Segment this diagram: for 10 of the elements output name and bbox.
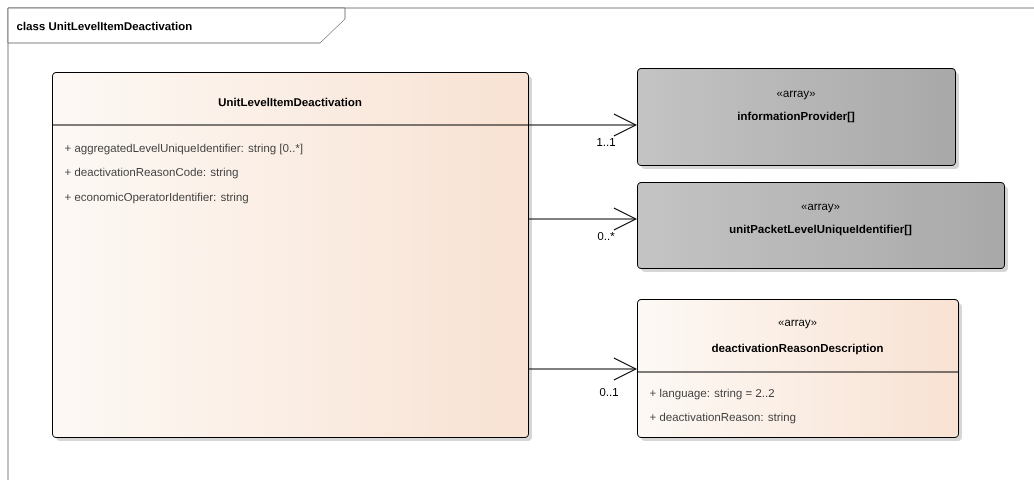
association-arrow [528, 207, 637, 231]
multiplicity-label: 1..1 [595, 137, 617, 147]
class-box: «array» deactivationReasonDescription + language: string = 2..2 + deactivationReason: string [636, 299, 962, 441]
class-box: «array» informationProvider[] [637, 68, 959, 169]
multiplicity-label: 0..* [596, 230, 616, 242]
association-arrow [528, 357, 637, 381]
class-box: UnitLevelItemDeactivation + aggregatedLevelUniqueIdentifier: string [0..*] + deactivationReasonCode: string + economicOperatorIdentifier: string [51, 72, 532, 441]
multiplicity-label: 0..1 [598, 386, 620, 398]
class-box: «array» unitPacketLevelUniqueIdentifier[] [637, 182, 1008, 272]
association-arrow [528, 113, 637, 137]
